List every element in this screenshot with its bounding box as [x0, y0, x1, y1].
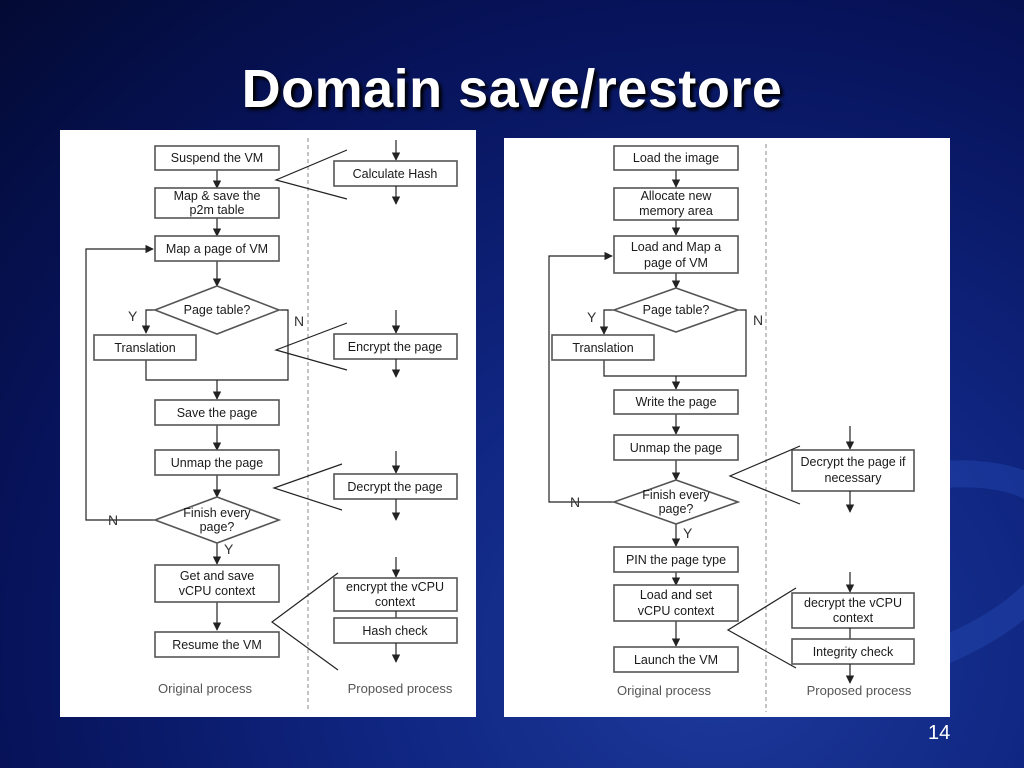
bracket-calc-hash: [274, 149, 348, 200]
suspend-vm-label: Suspend the VM: [171, 151, 263, 165]
launch-vm-label: Launch the VM: [634, 653, 718, 667]
yes-label-1: Y: [128, 308, 138, 324]
page-number: 14: [928, 722, 951, 744]
bracket-vcpu: [270, 572, 339, 671]
decrypt-page-label: Decrypt the page: [347, 480, 442, 494]
load-image-box: [613, 145, 739, 171]
finish-decision-label-line2: page?: [659, 502, 694, 516]
line-translation-merge: [145, 360, 217, 381]
line-translation-merge: [603, 360, 676, 377]
proposed-process-footer: Proposed process: [348, 681, 453, 696]
load-map-page-box: [613, 235, 739, 274]
map-save-p2m-label-line1: Map & save the: [174, 189, 261, 203]
save-page-label: Save the page: [177, 406, 258, 420]
map-save-p2m-box: [154, 187, 280, 219]
load-set-vcpu-box: [613, 584, 739, 622]
line-no-branch: [676, 309, 747, 377]
unmap-page-label: Unmap the page: [630, 441, 722, 455]
decrypt-page-label-line1: Decrypt the page if: [801, 455, 906, 469]
pin-page-type-box: [613, 546, 739, 573]
bracket-decrypt-page: [728, 445, 801, 505]
write-page-box: [613, 389, 739, 415]
map-save-p2m-label-line2: p2m table: [190, 203, 245, 217]
encrypt-page-box: [333, 333, 458, 360]
decrypt-vcpu-label-line1: decrypt the vCPU: [804, 596, 902, 610]
page-table-decision: [611, 287, 741, 333]
integrity-check-label: Integrity check: [813, 645, 894, 659]
finish-decision-label-line1: Finish every: [642, 488, 710, 502]
suspend-vm-box: [154, 145, 280, 171]
decrypt-vcpu-box: [791, 592, 915, 629]
decrypt-page-box: [333, 473, 458, 500]
no-label-2: N: [108, 512, 118, 528]
resume-vm-label: Resume the VM: [172, 638, 262, 652]
decrypt-vcpu-label-line2: context: [833, 611, 874, 625]
launch-vm-box: [613, 646, 739, 673]
encrypt-vcpu-label-line2: context: [375, 595, 416, 609]
page-table-decision: [152, 285, 282, 335]
no-label-2: N: [570, 494, 580, 510]
finish-every-page-decision: [611, 479, 741, 525]
get-save-vcpu-label-line1: Get and save: [180, 569, 254, 583]
yes-label-1: Y: [587, 309, 597, 325]
yes-label-2: Y: [224, 541, 234, 557]
write-page-label: Write the page: [635, 395, 716, 409]
finish-decision-label-line1: Finish every: [183, 506, 251, 520]
hash-check-label: Hash check: [362, 624, 428, 638]
translation-box: [93, 334, 197, 361]
integrity-check-box: [791, 638, 915, 665]
restore-flowchart-panel: Load the image Allocate new memory area …: [504, 138, 950, 717]
bracket-decrypt-page: [272, 463, 343, 511]
calculate-hash-box: [333, 160, 458, 187]
map-page-box: [154, 235, 280, 262]
arrow-yes-to-translation: [599, 309, 614, 335]
translation-label: Translation: [114, 341, 175, 355]
arrow-loop-back: [85, 244, 155, 521]
save-page-box: [154, 399, 280, 426]
get-save-vcpu-label-line2: vCPU context: [179, 584, 256, 598]
bracket-encrypt-page: [274, 322, 348, 371]
slide-title: Domain save/restore: [241, 59, 783, 119]
unmap-page-box: [613, 434, 739, 461]
unmap-page-box: [154, 449, 280, 476]
encrypt-page-label: Encrypt the page: [348, 340, 443, 354]
calculate-hash-label: Calculate Hash: [353, 167, 438, 181]
restore-flowchart: Load the image Allocate new memory area …: [548, 144, 915, 712]
load-map-page-label-line2: page of VM: [644, 256, 708, 270]
load-set-vcpu-label-line2: vCPU context: [638, 604, 715, 618]
translation-box: [551, 334, 655, 361]
pin-page-type-label: PIN the page type: [626, 553, 726, 567]
decrypt-page-label-line2: necessary: [825, 471, 883, 485]
load-image-label: Load the image: [633, 151, 719, 165]
load-set-vcpu-label-line1: Load and set: [640, 588, 713, 602]
finish-every-page-decision: [152, 496, 282, 544]
decrypt-page-box: [791, 449, 915, 492]
map-page-label: Map a page of VM: [166, 242, 268, 256]
hash-check-box: [333, 617, 458, 644]
get-save-vcpu-box: [154, 564, 280, 603]
resume-vm-box: [154, 631, 280, 658]
arrow-loop-back: [548, 251, 614, 503]
allocate-memory-box: [613, 187, 739, 221]
finish-decision-label-line2: page?: [200, 520, 235, 534]
proposed-process-footer: Proposed process: [807, 683, 912, 698]
save-flowchart: Suspend the VM Map & save the p2m table …: [85, 138, 458, 712]
original-process-footer: Original process: [158, 681, 252, 696]
save-flowchart-panel: Suspend the VM Map & save the p2m table …: [60, 130, 476, 717]
page-table-decision-label: Page table?: [643, 303, 710, 317]
no-label-1: N: [753, 312, 763, 328]
translation-label: Translation: [572, 341, 633, 355]
arrow-yes-to-translation: [141, 309, 155, 334]
yes-label-2: Y: [683, 525, 693, 541]
load-map-page-label-line1: Load and Map a: [631, 240, 721, 254]
bracket-vcpu: [726, 587, 797, 669]
page-table-decision-label: Page table?: [184, 303, 251, 317]
allocate-memory-label-line2: memory area: [639, 204, 713, 218]
encrypt-vcpu-label-line1: encrypt the vCPU: [346, 580, 444, 594]
no-label-1: N: [294, 313, 304, 329]
allocate-memory-label-line1: Allocate new: [641, 189, 713, 203]
original-process-footer: Original process: [617, 683, 711, 698]
unmap-page-label: Unmap the page: [171, 456, 263, 470]
